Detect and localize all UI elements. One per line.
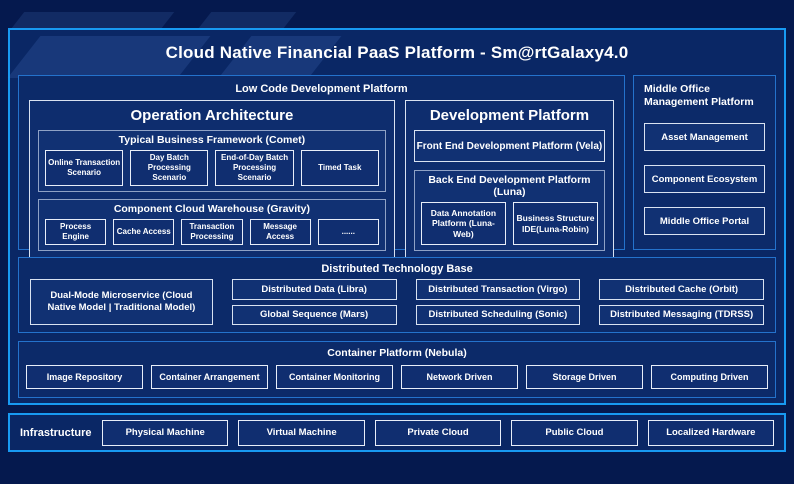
section-label: Container Platform (Nebula) [327,347,467,359]
gravity-item: Cache Access [113,219,175,245]
middle-office-item: Asset Management [644,123,765,152]
infrastructure-item: Virtual Machine [238,419,365,446]
section-label: Middle Office Management Platform [644,83,754,109]
low-code-columns: Operation Architecture Typical Business … [29,100,614,260]
development-platform-box: Development Platform Front End Developme… [404,100,614,260]
distributed-item: Distributed Cache (Orbit) [599,279,764,300]
operation-architecture-title: Operation Architecture [130,107,294,124]
operation-architecture-box: Operation Architecture Typical Business … [29,100,395,260]
distributed-item: Distributed Transaction (Virgo) [415,279,581,300]
back-end-item: Data Annotation Platform (Luna-Web) [420,202,506,245]
group-label: Component Cloud Warehouse (Gravity) [113,203,311,215]
middle-office-item: Middle Office Portal [644,207,765,236]
gravity-item: Message Access [249,219,311,245]
section-middle-office-management: Middle Office Management Platform Asset … [633,75,776,250]
container-item: Computing Driven [651,365,768,389]
gravity-item: Transaction Processing [181,219,243,245]
back-end-items-row: Data Annotation Platform (Luna-Web) Busi… [420,202,599,245]
distributed-item: Distributed Data (Libra) [231,279,397,300]
container-item: Container Monitoring [276,365,393,389]
container-item: Container Arrangement [151,365,268,389]
platform-panel: Cloud Native Financial PaaS Platform - S… [7,28,786,405]
comet-item: Day Batch Processing Scenario [130,150,209,186]
group-label: Back End Development Platform (Luna) [428,174,591,198]
infrastructure-item: Physical Machine [102,419,229,446]
section-label: Low Code Development Platform [235,83,408,95]
back-end-item: Business Structure IDE(Luna-Robin) [512,202,599,245]
component-cloud-warehouse-group: Component Cloud Warehouse (Gravity) Proc… [38,199,386,251]
container-item: Image Repository [26,365,143,389]
title-bar: Cloud Native Financial PaaS Platform - S… [18,30,776,75]
group-label: Typical Business Framework (Comet) [118,134,306,146]
distributed-item: Global Sequence (Mars) [231,304,397,325]
distributed-item: Distributed Messaging (TDRSS) [599,304,764,325]
development-platform-title: Development Platform [429,107,590,124]
typical-business-framework-group: Typical Business Framework (Comet) Onlin… [38,130,386,192]
infrastructure-item: Localized Hardware [647,419,775,446]
diagonal-decor [198,12,297,28]
diagonal-decor [11,12,175,28]
gravity-item: Process Engine [45,219,107,245]
section-container-platform: Container Platform (Nebula) Image Reposi… [18,341,776,398]
gravity-items-row: Process Engine Cache Access Transaction … [45,219,379,245]
container-item: Storage Driven [526,365,643,389]
section-low-code-development-platform: Low Code Development Platform Operation … [18,75,625,260]
comet-item: End-of-Day Batch Processing Scenario [215,150,294,186]
comet-items-row: Online Transaction Scenario Day Batch Pr… [45,150,379,186]
section-infrastructure: Infrastructure Physical Machine Virtual … [8,413,786,452]
container-item: Network Driven [401,365,518,389]
infrastructure-item: Public Cloud [511,419,638,446]
distributed-column: Distributed Transaction (Virgo) Distribu… [415,279,581,325]
distributed-column: Distributed Data (Libra) Global Sequence… [231,279,397,325]
front-end-platform-box: Front End Development Platform (Vela) [413,130,605,162]
dual-mode-microservice-box: Dual-Mode Microservice (Cloud Native Mod… [30,279,213,325]
comet-item: Timed Task [300,150,379,186]
back-end-platform-group: Back End Development Platform (Luna) Dat… [413,170,605,251]
page-title: Cloud Native Financial PaaS Platform - S… [165,42,629,62]
distributed-grid: Dual-Mode Microservice (Cloud Native Mod… [30,279,764,325]
infrastructure-item: Private Cloud [374,419,502,446]
gravity-item-ellipsis: ...... [317,219,379,245]
comet-item: Online Transaction Scenario [45,150,124,186]
distributed-item: Distributed Scheduling (Sonic) [415,304,581,325]
top-sections-row: Low Code Development Platform Operation … [18,75,776,260]
container-items-row: Image Repository Container Arrangement C… [26,365,768,389]
distributed-column: Distributed Cache (Orbit) Distributed Me… [599,279,764,325]
middle-office-item: Component Ecosystem [644,165,765,194]
section-label: Distributed Technology Base [321,263,473,275]
section-label: Infrastructure [20,426,92,439]
section-distributed-technology-base: Distributed Technology Base Dual-Mode Mi… [18,257,776,333]
